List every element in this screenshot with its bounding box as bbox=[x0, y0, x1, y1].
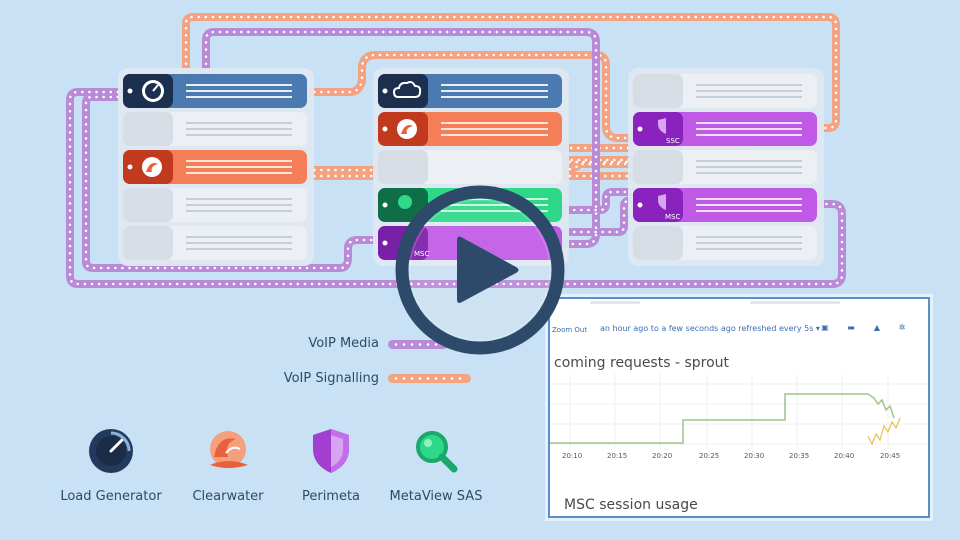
metaview-sas-icon bbox=[416, 431, 458, 473]
key-clearwater: Clearwater bbox=[168, 427, 288, 504]
zoom-out-button[interactable]: Zoom Out bbox=[552, 326, 588, 334]
panel-title-msc-session-usage: MSC session usage bbox=[564, 497, 698, 513]
legend-signalling-label: VoIP Signalling bbox=[283, 371, 379, 386]
rack-right: SSC MSC bbox=[628, 68, 824, 266]
x-tick: 20:20 bbox=[652, 452, 673, 460]
dashboard-toolbar: Zoom Out an hour ago to a few seconds ag… bbox=[550, 319, 928, 341]
panel-title-incoming-requests: coming requests - sprout bbox=[554, 355, 730, 371]
x-tick: 20:25 bbox=[699, 452, 720, 460]
grafana-dashboard: Zoom Out an hour ago to a few seconds ag… bbox=[548, 297, 930, 518]
server-empty-6 bbox=[633, 150, 817, 184]
play-icon bbox=[457, 236, 519, 303]
server-perimeta-ssc[interactable]: SSC bbox=[633, 112, 817, 146]
msc-small-badge: MSC bbox=[414, 250, 429, 258]
key-label-metaview-sas: MetaView SAS bbox=[389, 489, 483, 504]
legend-media-line bbox=[388, 340, 448, 349]
dashboard-top-tab bbox=[750, 301, 840, 304]
key-label-load-generator: Load Generator bbox=[60, 489, 162, 504]
settings-icon[interactable]: ✲ bbox=[898, 323, 906, 332]
msc-badge: MSC bbox=[665, 213, 680, 221]
clearwater-icon bbox=[210, 431, 248, 468]
ssc-badge: SSC bbox=[666, 137, 680, 145]
time-range-picker[interactable]: an hour ago to a few seconds ago refresh… bbox=[600, 324, 820, 333]
graph-gridlines bbox=[550, 374, 928, 449]
server-empty-7 bbox=[633, 226, 817, 260]
share-icon[interactable]: ▲ bbox=[873, 323, 881, 332]
server-clearwater-2[interactable] bbox=[378, 112, 562, 146]
server-empty-5 bbox=[633, 74, 817, 108]
x-tick: 20:10 bbox=[562, 452, 583, 460]
server-empty-2 bbox=[123, 188, 307, 222]
dashboard-top-tab bbox=[590, 301, 640, 304]
series-line-green bbox=[550, 393, 895, 444]
server-empty-3 bbox=[123, 226, 307, 260]
x-tick: 20:35 bbox=[789, 452, 810, 460]
key-load-generator: Load Generator bbox=[51, 427, 171, 504]
legend-media-label: VoIP Media bbox=[308, 336, 379, 351]
x-tick: 20:15 bbox=[607, 452, 628, 460]
save-icon[interactable]: ▣ bbox=[821, 323, 829, 332]
server-empty-4 bbox=[378, 150, 562, 184]
key-perimeta: Perimeta bbox=[271, 427, 391, 504]
x-tick: 20:45 bbox=[880, 452, 901, 460]
key-label-perimeta: Perimeta bbox=[301, 489, 361, 504]
server-perimeta-msc[interactable]: MSC bbox=[633, 188, 817, 222]
server-load-generator[interactable] bbox=[123, 74, 307, 108]
x-tick: 20:40 bbox=[834, 452, 855, 460]
play-button[interactable] bbox=[395, 185, 565, 355]
media-lines bbox=[66, 28, 846, 288]
key-label-clearwater: Clearwater bbox=[192, 489, 264, 504]
key-metaview-sas: MetaView SAS bbox=[376, 427, 496, 504]
rack-left bbox=[118, 68, 314, 266]
folder-icon[interactable]: ▬ bbox=[847, 323, 855, 332]
legend-signalling-line bbox=[388, 374, 471, 383]
series-line-yellow bbox=[867, 417, 901, 446]
server-cloud[interactable] bbox=[378, 74, 562, 108]
load-generator-icon bbox=[89, 429, 133, 473]
server-empty-1 bbox=[123, 112, 307, 146]
incoming-requests-graph bbox=[550, 374, 928, 449]
server-clearwater-1[interactable] bbox=[123, 150, 307, 184]
perimeta-icon bbox=[313, 429, 349, 473]
x-tick: 20:30 bbox=[744, 452, 765, 460]
